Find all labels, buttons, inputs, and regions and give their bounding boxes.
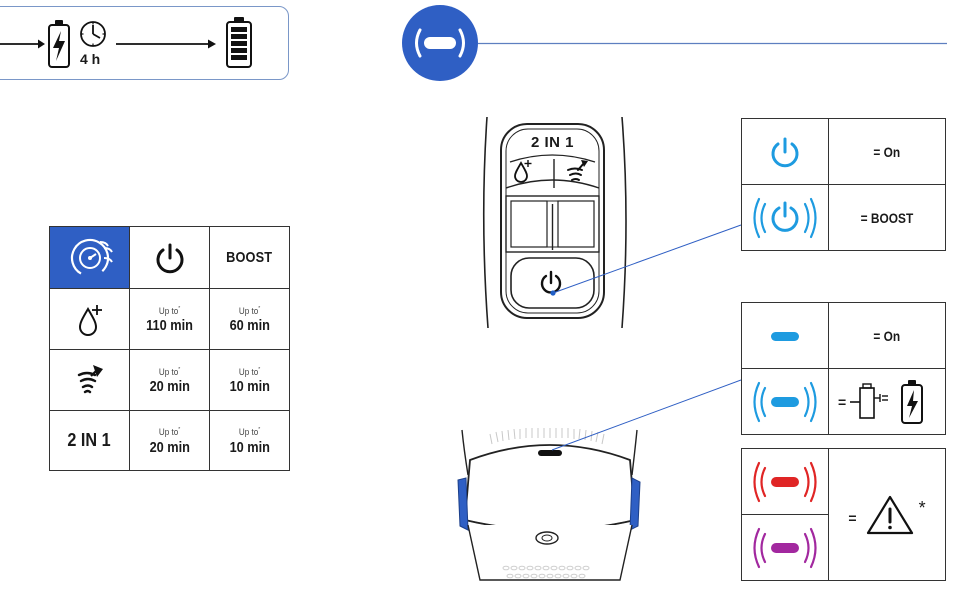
- row-1-boost-runtime: Up to* 60 min: [209, 288, 290, 350]
- power-icon: [156, 243, 183, 273]
- clock-icon: [80, 21, 106, 47]
- legend-power-on-text-cell: = On: [828, 118, 946, 185]
- table-header-power: [129, 226, 210, 289]
- warning-footnote-mark: *: [918, 498, 926, 518]
- water-drop-plus-icon: [78, 305, 102, 336]
- power-icon: [771, 137, 799, 167]
- legend-light-red-cell: [741, 448, 829, 515]
- equals-sign: =: [848, 509, 857, 526]
- legend-light-pulse-icon-cell: [741, 368, 829, 435]
- cyclone-arrow-icon: [567, 160, 588, 181]
- legend-warning-cell: = *: [828, 448, 946, 581]
- charging-banner: [0, 6, 289, 80]
- section-header: [402, 5, 947, 81]
- cyclone-arrow-icon: [77, 365, 103, 394]
- charging-banner-graphics: [0, 17, 252, 68]
- legend-boost-text-cell: = BOOST: [828, 184, 946, 251]
- indicator-light-icon: [771, 331, 799, 341]
- legend-light-on-text-cell: = On: [828, 302, 946, 369]
- charger-plug-icon: [850, 382, 889, 419]
- row-3-normal-runtime: Up to* 20 min: [129, 410, 210, 471]
- charging-battery-icon: [48, 20, 70, 68]
- legend-power-on-icon-cell: [741, 118, 829, 185]
- fan-speed-icon: [70, 238, 113, 277]
- row-mode-water: [49, 288, 130, 350]
- power-pulse-icon: [753, 197, 817, 238]
- legend-light-on-icon-cell: [741, 302, 829, 369]
- legend-light-purple-cell: [741, 514, 829, 581]
- indicator-light-red-pulse-icon: [753, 461, 817, 502]
- table-header-boost: BOOST: [209, 226, 290, 289]
- row-3-boost-runtime: Up to* 10 min: [209, 410, 290, 471]
- charge-duration: 4 h: [80, 51, 101, 67]
- charging-battery-icon: [901, 379, 924, 424]
- equals-sign: =: [838, 393, 847, 410]
- row-mode-cyclone: [49, 349, 130, 411]
- row-1-normal-runtime: Up to* 110 min: [129, 288, 210, 350]
- handle-panel-label: 2 IN 1: [531, 134, 575, 151]
- legend-charging-cell: =: [828, 368, 946, 435]
- warning-triangle-icon: [866, 495, 913, 534]
- indicator-light-pulse-icon: [753, 381, 817, 422]
- indicator-light-purple-pulse-icon: [753, 527, 817, 568]
- base-illustration: [457, 379, 742, 581]
- row-2-normal-runtime: Up to* 20 min: [129, 349, 210, 411]
- water-drop-plus-icon: [514, 160, 532, 183]
- full-battery-icon: [226, 17, 252, 68]
- arrow-right-icon: [116, 39, 216, 49]
- legend-boost-icon-cell: [741, 184, 829, 251]
- row-mode-2in1: 2 IN 1: [49, 410, 130, 471]
- arrow-right-icon: [0, 39, 45, 49]
- table-header-mode: [49, 226, 130, 289]
- indicator-light-icon: [415, 28, 465, 58]
- row-2-boost-runtime: Up to* 10 min: [209, 349, 290, 411]
- handle-illustration: [482, 116, 742, 329]
